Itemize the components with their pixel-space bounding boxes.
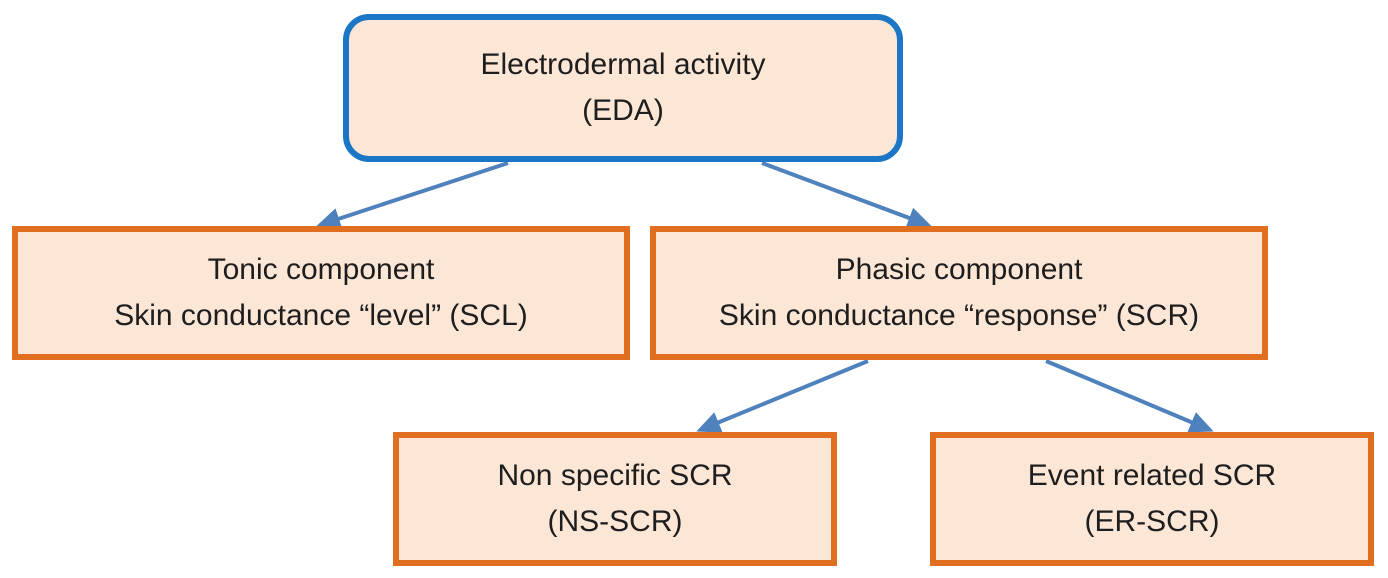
tonic-node-title: Tonic component	[207, 253, 435, 286]
arrow-eda-to-phasic	[761, 161, 932, 229]
tonic-node-subtitle: Skin conductance “level” (SCL)	[114, 299, 528, 332]
er-scr-node-abbrev: (ER-SCR)	[1084, 505, 1220, 538]
event-related-scr-node: Event related SCR (ER-SCR)	[930, 432, 1374, 566]
non-specific-scr-node: Non specific SCR (NS-SCR)	[393, 432, 837, 566]
arrow-eda-to-tonic	[316, 161, 509, 230]
arrow-phasic-to-er	[1045, 359, 1214, 433]
er-scr-node-title: Event related SCR	[1027, 459, 1277, 492]
arrow-phasic-to-ns	[696, 359, 869, 433]
phasic-node-subtitle: Skin conductance “response” (SCR)	[718, 299, 1200, 332]
eda-node: Electrodermal activity (EDA)	[343, 14, 903, 162]
ns-scr-node-title: Non specific SCR	[497, 459, 733, 492]
ns-scr-node-abbrev: (NS-SCR)	[547, 505, 683, 538]
eda-node-title: Electrodermal activity	[480, 48, 766, 81]
eda-node-abbrev: (EDA)	[582, 94, 664, 127]
phasic-node-title: Phasic component	[835, 253, 1083, 286]
tonic-component-node: Tonic component Skin conductance “level”…	[12, 226, 630, 360]
phasic-component-node: Phasic component Skin conductance “respo…	[650, 226, 1268, 360]
